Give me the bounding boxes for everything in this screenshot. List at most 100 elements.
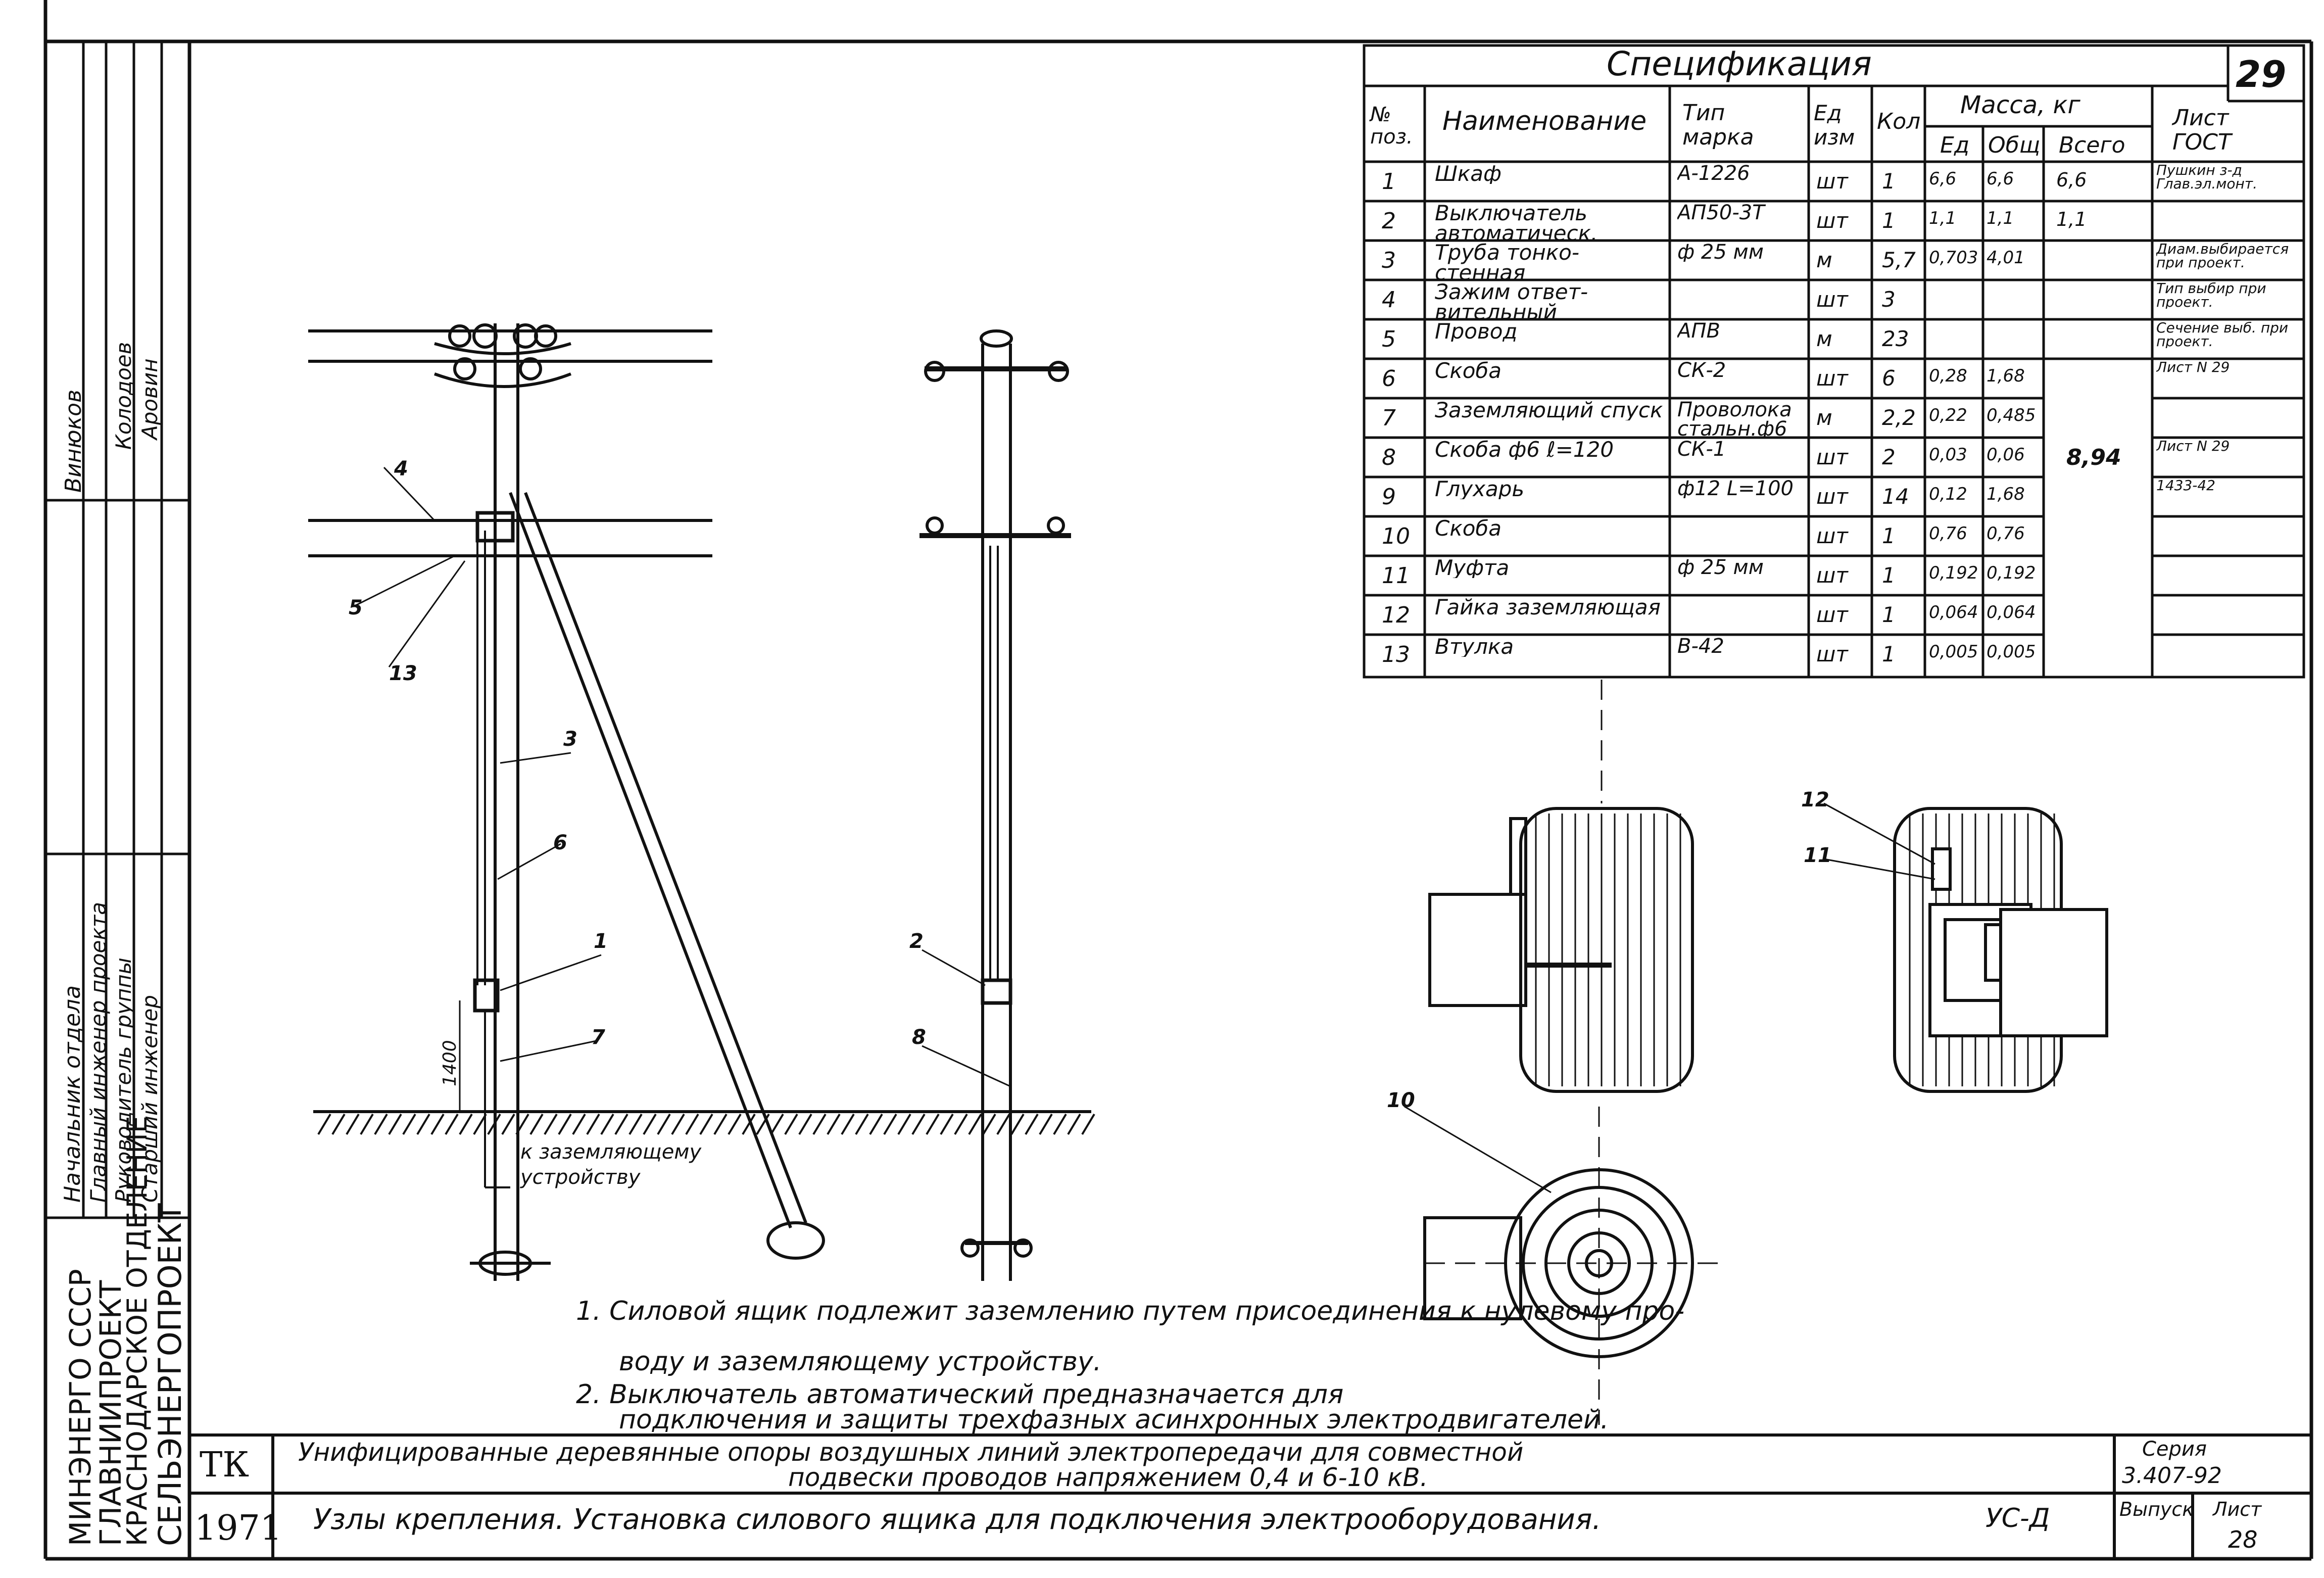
sheet-frame	[43, 0, 2313, 1561]
role-2: Главный инженер проекта	[86, 902, 111, 1203]
detail-front-view	[1893, 807, 2108, 1093]
spec-cell-unit: шт	[1816, 169, 1848, 194]
spec-cell-unit: шт	[1816, 287, 1848, 312]
spec-cell-pos: 1	[1382, 169, 1396, 195]
spec-cell-pos: 7	[1382, 405, 1396, 431]
spec-cell-pos: 6	[1382, 366, 1396, 392]
tb-issue-label: Выпуск	[2119, 1498, 2194, 1520]
spec-title: Спецификация	[1607, 44, 1872, 83]
spec-cell-m1: 0,12	[1929, 484, 1967, 504]
spec-header-type: Тип марка	[1682, 100, 1754, 150]
spec-cell-m2: 4,01	[1987, 248, 2025, 268]
callout-4: 4	[394, 457, 408, 481]
detail-side-view	[1428, 807, 1694, 1093]
spec-cell-ref: Сечение выб. при проект.	[2156, 321, 2289, 349]
spec-table-grid	[1363, 44, 2305, 679]
callout-5: 5	[349, 596, 363, 619]
spec-cell-m3: 6,6	[2056, 169, 2087, 191]
spec-cell-pos: 5	[1382, 326, 1396, 352]
spec-cell-unit: шт	[1816, 602, 1848, 627]
spec-cell-m1: 0,703	[1929, 248, 1978, 268]
org-line-1: МИНЭНЕРГО СССР	[63, 1269, 98, 1546]
spec-header-mass-all: Всего	[2059, 132, 2125, 158]
spec-cell-type: СК-1	[1677, 440, 1726, 459]
spec-cell-name: Труба тонко-стенная	[1435, 243, 1580, 280]
name-3: Аровин	[137, 358, 162, 440]
callout-10: 10	[1387, 1089, 1415, 1112]
title-block	[189, 1433, 2311, 1559]
spec-cell-m1: 0,192	[1929, 563, 1978, 583]
tb-line-2: подвески проводов напряжением 0,4 и 6-10…	[788, 1463, 1428, 1492]
spec-cell-type: А-1226	[1677, 164, 1750, 183]
spec-cell-type: ф12 L=100	[1677, 479, 1794, 498]
spec-cell-m2: 6,6	[1987, 169, 2014, 189]
callout-6: 6	[553, 831, 567, 854]
pole-side-view	[308, 323, 825, 1281]
spec-header-mass-unit: Ед	[1940, 132, 1970, 158]
spec-cell-unit: шт	[1816, 366, 1848, 391]
spec-header-mass: Масса, кг	[1960, 91, 2080, 119]
spec-cell-unit: м	[1816, 248, 1832, 272]
spec-cell-qty: 1	[1882, 169, 1896, 194]
org-line-4: СЕЛЬЭНЕРГОПРОЕКТ	[152, 1203, 188, 1546]
spec-cell-pos: 3	[1382, 248, 1396, 273]
role-1: Начальник отдела	[60, 985, 85, 1203]
spec-cell-unit: шт	[1816, 208, 1848, 233]
spec-cell-m1: 6,6	[1929, 169, 1957, 189]
spec-cell-ref: 1433-42	[2156, 479, 2215, 493]
spec-cell-m1: 0,76	[1929, 523, 1967, 544]
name-2: Колодоев	[111, 342, 136, 450]
callout-3: 3	[563, 728, 577, 751]
spec-header-sheet: Лист ГОСТ	[2172, 105, 2232, 155]
tb-series-value: 3.407-92	[2122, 1463, 2222, 1489]
spec-cell-m2: 0,485	[1987, 405, 2036, 425]
spec-cell-name: Скоба	[1435, 518, 1502, 539]
spec-cell-qty: 14	[1882, 484, 1909, 509]
spec-cell-qty: 1	[1882, 642, 1896, 666]
spec-cell-name: Скоба	[1435, 361, 1502, 381]
spec-cell-m2: 0,06	[1987, 445, 2025, 465]
spec-cell-name: Зажим ответ-вительный	[1435, 282, 1588, 319]
spec-cell-m2: 1,68	[1987, 366, 2025, 386]
spec-cell-pos: 4	[1382, 287, 1396, 313]
spec-cell-ref: Диам.выбирается при проект.	[2156, 243, 2289, 270]
name-1: Винюков	[61, 389, 86, 493]
spec-cell-m2: 0,064	[1987, 602, 2036, 623]
callout-1: 1	[594, 930, 608, 953]
spec-cell-m2: 0,192	[1987, 563, 2036, 583]
role-3: Руководитель группы	[111, 958, 136, 1203]
tb-sheet-label: Лист	[2213, 1498, 2262, 1520]
spec-cell-name: Скоба ф6 ℓ=120	[1435, 440, 1614, 460]
dimension-1400: 1400	[440, 1040, 460, 1086]
spec-cell-m2: 0,005	[1987, 642, 2036, 662]
spec-cell-m1: 0,064	[1929, 602, 1978, 623]
spec-cell-type: Проволока стальн.ф6	[1677, 400, 1792, 438]
callout-13: 13	[389, 662, 417, 685]
spec-cell-type: ф 25 мм	[1677, 558, 1764, 577]
spec-cell-ref: Лист N 29	[2156, 361, 2230, 374]
ground-label: к заземляющему устройству	[520, 1140, 702, 1189]
note-line-4: подключения и защиты трехфазных асинхрон…	[619, 1405, 1609, 1435]
spec-header-name: Наименование	[1442, 106, 1647, 136]
spec-cell-pos: 8	[1382, 445, 1396, 470]
spec-cell-type: АПВ	[1677, 321, 1720, 341]
tb-code-2: УС-Д	[1986, 1503, 2050, 1534]
spec-cell-pos: 11	[1382, 563, 1410, 589]
spec-header-qty: Кол	[1877, 109, 1921, 134]
spec-cell-ref: Тип выбир при проект.	[2156, 282, 2266, 309]
callout-11: 11	[1804, 844, 1832, 867]
tb-line-1: Унифицированные деревянные опоры воздушн…	[298, 1438, 1524, 1467]
spec-header-unit: Ед изм	[1814, 101, 1855, 150]
sheet-number: 29	[2236, 53, 2287, 95]
spec-cell-type: ф 25 мм	[1677, 243, 1764, 262]
tb-year: 1971	[195, 1508, 282, 1548]
spec-cell-type: СК-2	[1677, 361, 1726, 380]
spec-cell-qty: 1	[1882, 602, 1896, 627]
spec-cell-m2: 1,1	[1987, 208, 2014, 228]
spec-cell-name: Провод	[1435, 321, 1518, 342]
spec-merged-total: 8,94	[2066, 445, 2121, 470]
callout-12: 12	[1801, 788, 1829, 811]
spec-cell-m2: 1,68	[1987, 484, 2025, 504]
role-4: Старший инженер	[137, 995, 162, 1203]
tb-sheet-value: 28	[2228, 1526, 2258, 1553]
